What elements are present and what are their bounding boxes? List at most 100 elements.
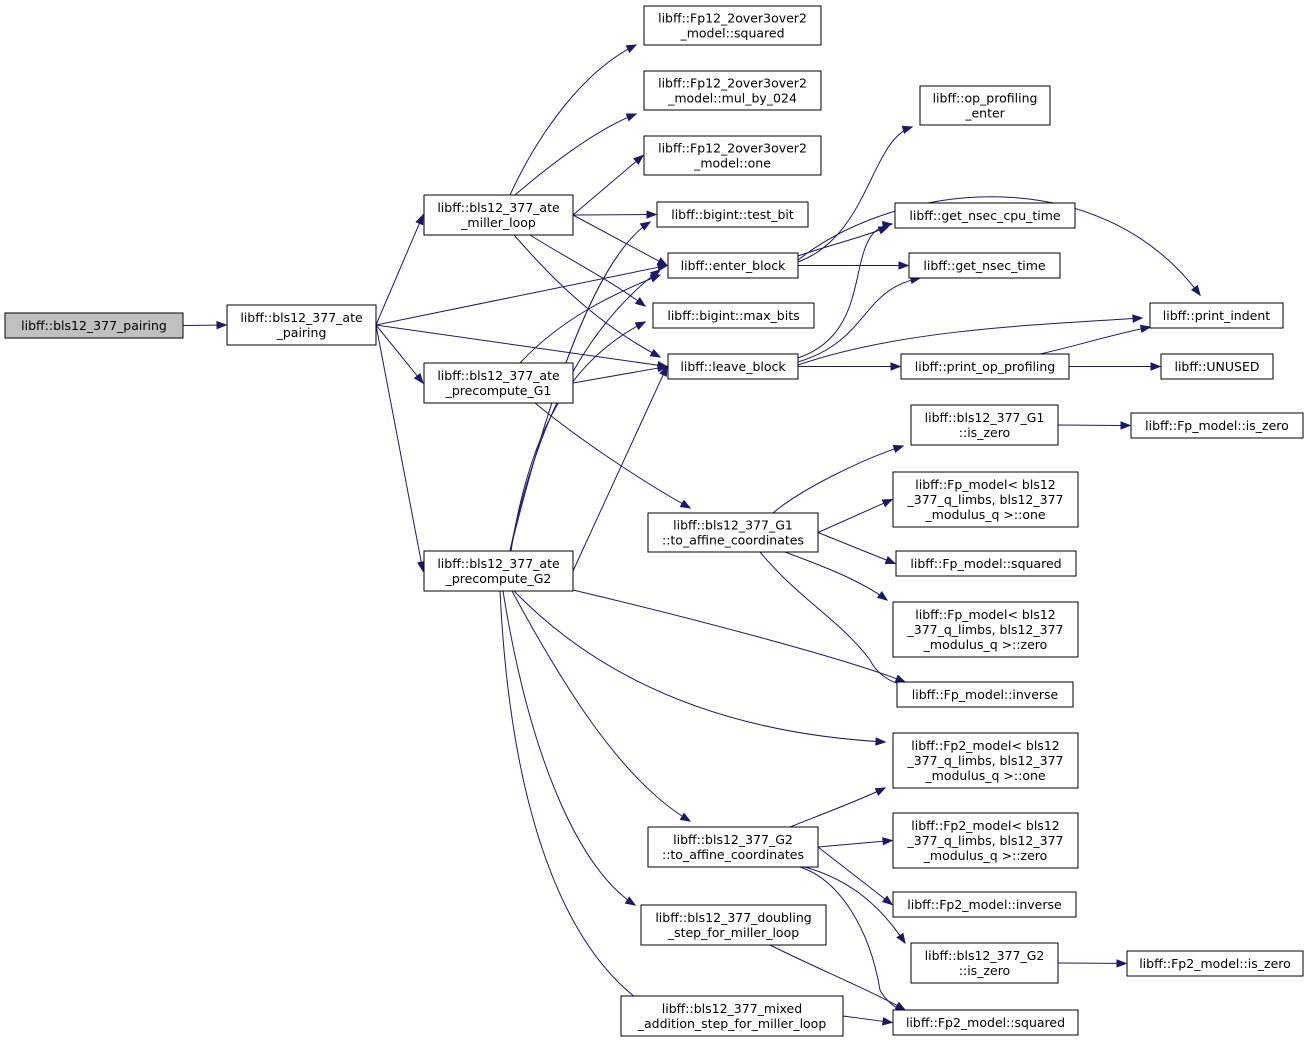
node-g1_to_affine[interactable]: libff::bls12_377_G1::to_affine_coordinat… — [647, 512, 819, 553]
node-fp2_model_squared[interactable]: libff::Fp2_model::squared — [892, 1009, 1079, 1036]
edge-arrowhead-enter_block-to-print_indent — [1190, 284, 1201, 297]
node-box-pairing[interactable] — [4, 312, 184, 339]
node-box-fp_model_inverse[interactable] — [896, 681, 1074, 708]
node-bigint_max_bits[interactable]: libff::bigint::max_bits — [652, 302, 815, 329]
node-print_op_profiling[interactable]: libff::print_op_profiling — [900, 353, 1070, 380]
node-print_indent[interactable]: libff::print_indent — [1149, 302, 1284, 329]
node-g2_to_affine[interactable]: libff::bls12_377_G2::to_affine_coordinat… — [647, 826, 819, 868]
edge-print_op_profiling-to-print_indent — [1039, 324, 1152, 355]
edge-g1_to_affine-to-fp_model_inverse — [759, 551, 912, 690]
edge-ate_precompute_G2-to-bigint_max_bits — [510, 321, 647, 552]
node-g2_is_zero[interactable]: libff::bls12_377_G2::is_zero — [910, 942, 1059, 984]
node-box-print_op_profiling[interactable] — [900, 353, 1070, 380]
edge-ate_precompute_G2-to-g2_to_affine — [511, 590, 692, 822]
node-box-bigint_test_bit[interactable] — [656, 201, 809, 228]
edge-enter_block-to-print_indent — [797, 196, 1201, 297]
node-label-mixed_addition_step: libff::bls12_377_mixed — [662, 1001, 802, 1016]
node-label-op_profiling_enter: _enter — [964, 106, 1005, 121]
node-get_nsec_time[interactable]: libff::get_nsec_time — [908, 252, 1061, 279]
node-mixed_addition_step[interactable]: libff::bls12_377_mixed_addition_step_for… — [620, 995, 844, 1037]
edge-arrowhead-g1_to_affine-to-fp_model_squared — [884, 556, 897, 565]
node-label-ate_pairing: libff::bls12_377_ate — [240, 310, 363, 325]
node-box-bigint_max_bits[interactable] — [652, 302, 815, 329]
node-box-fp2_model_squared[interactable] — [892, 1009, 1079, 1036]
node-label-g1_is_zero: libff::bls12_377_G1 — [925, 410, 1045, 425]
node-fp2_model_one[interactable]: libff::Fp2_model< bls12_377_q_limbs, bls… — [892, 732, 1079, 789]
edge-arrowhead-leave_block-to-print_op_profiling — [890, 362, 902, 371]
edge-line-g2_to_affine-to-fp2_model_zero — [817, 840, 884, 848]
edge-ate_precompute_G2-to-fp_model_inverse — [572, 589, 907, 683]
node-box-unused[interactable] — [1160, 353, 1274, 380]
node-box-fp2_model_one[interactable] — [892, 732, 1079, 789]
node-enter_block[interactable]: libff::enter_block — [667, 252, 799, 279]
node-box-enter_block[interactable] — [667, 252, 799, 279]
node-box-g1_to_affine[interactable] — [647, 512, 819, 553]
node-label-print_indent: libff::print_indent — [1163, 308, 1270, 323]
node-fp_model_inverse[interactable]: libff::Fp_model::inverse — [896, 681, 1074, 708]
edge-g2_to_affine-to-fp2_model_one — [789, 787, 887, 828]
node-bigint_test_bit[interactable]: libff::bigint::test_bit — [656, 201, 809, 228]
node-box-fp_model_squared[interactable] — [895, 550, 1077, 577]
edge-arrowhead-g1_is_zero-to-fp_model_is_zero — [1120, 421, 1132, 430]
node-fp_model_one[interactable]: libff::Fp_model< bls12_377_q_limbs, bls1… — [892, 471, 1079, 528]
node-box-g1_is_zero[interactable] — [910, 404, 1059, 446]
node-box-print_indent[interactable] — [1149, 302, 1284, 329]
edge-arrowhead-ate_precompute_G2-to-bigint_test_bit — [639, 221, 652, 231]
node-box-mixed_addition_step[interactable] — [620, 995, 844, 1037]
node-fp2_model_is_zero[interactable]: libff::Fp2_model::is_zero — [1126, 950, 1304, 977]
node-label-print_op_profiling: libff::print_op_profiling — [915, 359, 1056, 374]
node-box-fp_model_one[interactable] — [892, 471, 1079, 528]
node-pairing[interactable]: libff::bls12_377_pairing — [4, 312, 184, 339]
node-box-op_profiling_enter[interactable] — [919, 85, 1051, 126]
node-box-get_nsec_cpu_time[interactable] — [894, 202, 1076, 229]
node-box-fp2_model_inverse[interactable] — [892, 891, 1077, 918]
node-box-doubling_step[interactable] — [640, 904, 827, 946]
node-box-g2_is_zero[interactable] — [910, 942, 1059, 984]
node-box-leave_block[interactable] — [667, 353, 799, 380]
edge-line-ate_miller_loop-to-fp12_squared — [509, 44, 637, 196]
node-ate_pairing[interactable]: libff::bls12_377_ate_pairing — [226, 304, 377, 346]
edge-line-leave_block-to-get_nsec_time — [797, 277, 921, 363]
edge-line-enter_block-to-print_indent — [797, 196, 1201, 296]
node-box-ate_miller_loop[interactable] — [423, 194, 574, 236]
node-unused[interactable]: libff::UNUSED — [1160, 353, 1274, 380]
node-box-fp12_mul_by_024[interactable] — [643, 70, 822, 111]
edge-ate_precompute_G1-to-leave_block — [572, 363, 669, 384]
node-fp12_one[interactable]: libff::Fp12_2over3over2_model::one — [643, 135, 822, 176]
node-box-fp2_model_is_zero[interactable] — [1126, 950, 1304, 977]
node-box-fp2_model_zero[interactable] — [892, 812, 1079, 869]
node-op_profiling_enter[interactable]: libff::op_profiling_enter — [919, 85, 1051, 126]
node-fp_model_zero[interactable]: libff::Fp_model< bls12_377_q_limbs, bls1… — [892, 601, 1079, 658]
node-fp2_model_zero[interactable]: libff::Fp2_model< bls12_377_q_limbs, bls… — [892, 812, 1079, 869]
node-fp_model_is_zero[interactable]: libff::Fp_model::is_zero — [1130, 412, 1304, 439]
node-fp12_mul_by_024[interactable]: libff::Fp12_2over3over2_model::mul_by_02… — [643, 70, 822, 111]
edge-line-ate_precompute_G1-to-leave_block — [572, 367, 659, 384]
node-g1_is_zero[interactable]: libff::bls12_377_G1::is_zero — [910, 404, 1059, 446]
node-label-get_nsec_time: libff::get_nsec_time — [923, 258, 1045, 273]
node-label-fp12_squared: libff::Fp12_2over3over2 — [658, 11, 807, 26]
node-box-ate_precompute_G1[interactable] — [423, 362, 574, 404]
node-box-ate_pairing[interactable] — [226, 304, 377, 346]
node-box-g2_to_affine[interactable] — [647, 826, 819, 868]
node-label-fp_model_one: libff::Fp_model< bls12 — [915, 477, 1056, 492]
node-leave_block[interactable]: libff::leave_block — [667, 353, 799, 380]
node-box-fp_model_is_zero[interactable] — [1130, 412, 1304, 439]
edge-arrowhead-ate_miller_loop-to-fp12_one — [633, 154, 645, 165]
node-get_nsec_cpu_time[interactable]: libff::get_nsec_cpu_time — [894, 202, 1076, 229]
node-fp_model_squared[interactable]: libff::Fp_model::squared — [895, 550, 1077, 577]
edge-ate_pairing-to-enter_block — [375, 263, 669, 326]
edge-line-g1_to_affine-to-fp_model_inverse — [759, 551, 911, 688]
node-box-fp12_one[interactable] — [643, 135, 822, 176]
edge-line-enter_block-to-op_profiling_enter — [797, 126, 913, 263]
node-doubling_step[interactable]: libff::bls12_377_doubling_step_for_mille… — [640, 904, 827, 946]
node-ate_precompute_G2[interactable]: libff::bls12_377_ate_precompute_G2 — [423, 550, 574, 592]
node-box-ate_precompute_G2[interactable] — [423, 550, 574, 592]
node-box-get_nsec_time[interactable] — [908, 252, 1061, 279]
node-fp2_model_inverse[interactable]: libff::Fp2_model::inverse — [892, 891, 1077, 918]
edge-line-g2_to_affine-to-fp2_model_one — [789, 787, 886, 828]
node-ate_miller_loop[interactable]: libff::bls12_377_ate_miller_loop — [423, 194, 574, 236]
node-fp12_squared[interactable]: libff::Fp12_2over3over2_model::squared — [643, 5, 822, 46]
node-ate_precompute_G1[interactable]: libff::bls12_377_ate_precompute_G1 — [423, 362, 574, 404]
node-box-fp_model_zero[interactable] — [892, 601, 1079, 658]
node-box-fp12_squared[interactable] — [643, 5, 822, 46]
